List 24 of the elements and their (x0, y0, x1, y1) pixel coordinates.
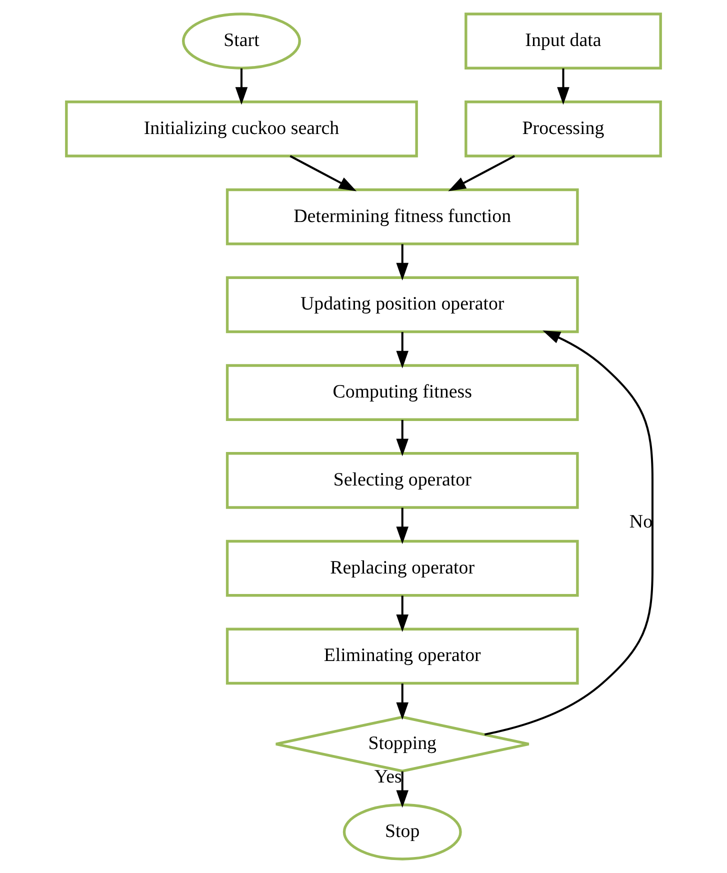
node-box: Determining fitness function (226, 188, 579, 246)
arrow (396, 244, 409, 281)
node-ellipse: Start (182, 12, 301, 70)
edge-label: No (629, 512, 653, 533)
node-box: Selecting operator (226, 452, 579, 509)
node-box: Updating position operator (226, 276, 579, 334)
node-ellipse: Stop (342, 804, 462, 860)
node-box: Eliminating operator (226, 628, 579, 685)
arrow (448, 155, 516, 192)
arrow (290, 155, 357, 192)
arrow (484, 330, 654, 736)
arrow (396, 684, 409, 720)
arrow (396, 771, 409, 808)
node-box: Initializing cuckoo search (65, 100, 418, 158)
node-box: Replacing operator (226, 540, 579, 597)
node-box: Processing (464, 100, 662, 158)
node-box: Input data (464, 12, 662, 70)
arrow (557, 68, 570, 105)
arrow (396, 332, 409, 368)
arrow (396, 508, 409, 544)
arrow (396, 596, 409, 632)
arrow (235, 68, 248, 105)
arrow (396, 420, 409, 456)
node-box: Computing fitness (226, 364, 579, 421)
